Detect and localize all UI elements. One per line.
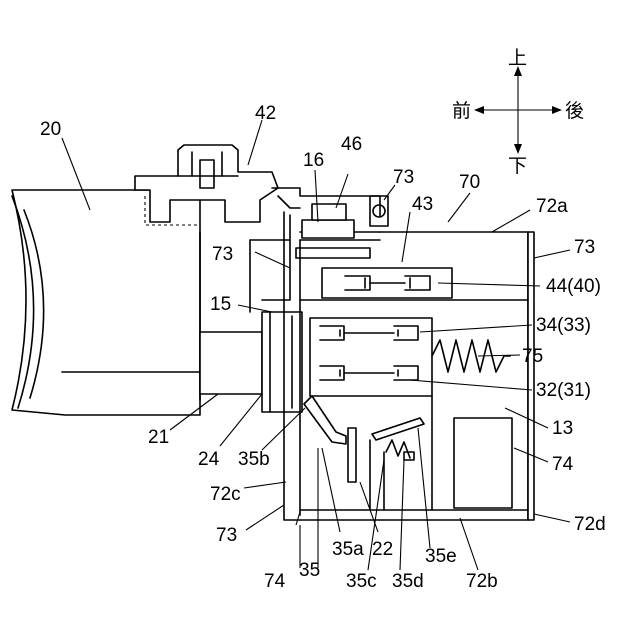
part-35-lever — [304, 396, 512, 510]
label-42: 42 — [255, 103, 276, 124]
label-35a: 35a — [332, 539, 364, 560]
part-31-34-contacts — [310, 318, 432, 396]
label-35c: 35c — [346, 571, 377, 592]
direction-rear: 後 — [565, 100, 584, 122]
label-35e: 35e — [425, 546, 457, 567]
part-20-body — [12, 190, 200, 415]
part-43-contact — [322, 268, 452, 298]
label-34-33: 34(33) — [536, 315, 591, 336]
label-35d: 35d — [392, 571, 424, 592]
direction-up: 上 — [508, 47, 527, 69]
label-20: 20 — [40, 119, 61, 140]
label-43: 43 — [412, 194, 433, 215]
label-46: 46 — [341, 134, 362, 155]
label-74-right: 74 — [552, 454, 574, 475]
label-35: 35 — [299, 560, 320, 581]
label-75: 75 — [522, 346, 543, 367]
direction-front: 前 — [452, 100, 471, 122]
direction-down: 下 — [508, 155, 527, 177]
label-24: 24 — [198, 449, 220, 470]
label-72a: 72a — [536, 196, 568, 217]
shaft-assembly — [200, 312, 302, 412]
direction-arrows — [474, 66, 562, 154]
label-73-bottom: 73 — [216, 525, 237, 546]
label-70: 70 — [459, 172, 480, 193]
label-32-31: 32(31) — [536, 380, 591, 401]
label-44-40: 44(40) — [546, 276, 601, 297]
label-15: 15 — [210, 294, 231, 315]
label-73-top: 73 — [393, 167, 414, 188]
part-46-bracket — [296, 204, 370, 258]
label-22: 22 — [372, 539, 393, 560]
label-35b: 35b — [238, 449, 270, 470]
label-73-left: 73 — [212, 244, 233, 265]
label-13: 13 — [552, 418, 573, 439]
label-72c: 72c — [210, 484, 241, 505]
label-72d: 72d — [574, 514, 606, 535]
label-73-right: 73 — [574, 237, 595, 258]
label-72b: 72b — [466, 571, 498, 592]
label-16: 16 — [303, 150, 324, 171]
label-21: 21 — [148, 427, 169, 448]
label-74-bottom: 74 — [264, 571, 286, 592]
